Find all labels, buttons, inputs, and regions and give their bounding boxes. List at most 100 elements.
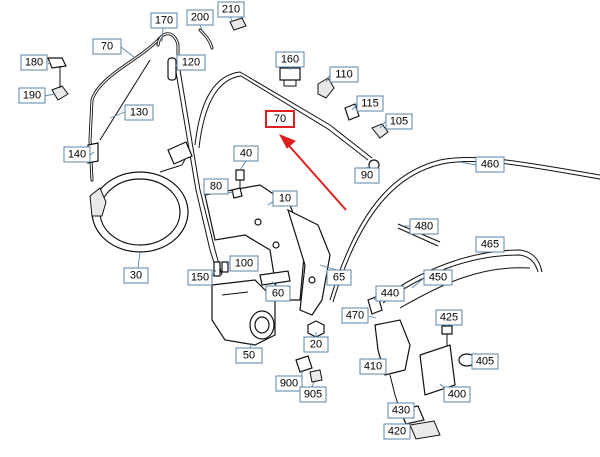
callout-120[interactable]: 120 — [176, 54, 206, 71]
svg-text:160: 160 — [281, 54, 299, 66]
svg-text:170: 170 — [155, 15, 173, 27]
callout-110[interactable]: 110 — [329, 66, 359, 83]
callout-180[interactable]: 180 — [20, 54, 48, 71]
part-80 — [231, 187, 243, 199]
callout-430[interactable]: 430 — [387, 402, 415, 419]
callout-420[interactable]: 420 — [383, 423, 411, 440]
line-130 — [99, 59, 151, 141]
pipe-450 — [399, 267, 531, 309]
hose-120 — [167, 57, 177, 81]
callout-90[interactable]: 90 — [354, 167, 380, 184]
callout-440[interactable]: 440 — [375, 285, 405, 302]
callout-410[interactable]: 410 — [359, 358, 387, 375]
clip-160 — [279, 67, 301, 81]
diagram-drawing — [47, 17, 600, 440]
pipe-70-right — [194, 71, 373, 159]
callout-190[interactable]: 190 — [18, 87, 46, 104]
svg-text:190: 190 — [23, 90, 41, 102]
svg-text:900: 900 — [280, 378, 298, 390]
callout-10[interactable]: 10 — [272, 190, 298, 207]
svg-text:90: 90 — [361, 170, 373, 182]
part-110 — [317, 77, 335, 99]
bracket-400 — [419, 344, 456, 396]
part-905 — [309, 369, 323, 383]
svg-text:20: 20 — [310, 339, 322, 351]
svg-text:460: 460 — [481, 159, 499, 171]
callout-170[interactable]: 170 — [150, 12, 178, 29]
callout-labels: 170 200 210 70 180 190 120 130 140 160 1… — [18, 1, 505, 440]
callout-470[interactable]: 470 — [341, 307, 369, 324]
callout-400[interactable]: 400 — [443, 386, 471, 403]
pipe-460 — [329, 157, 600, 301]
svg-text:120: 120 — [182, 57, 200, 69]
nut-20 — [307, 320, 325, 338]
svg-text:450: 450 — [429, 272, 447, 284]
callout-905[interactable]: 905 — [299, 386, 327, 403]
callout-65[interactable]: 65 — [326, 269, 352, 286]
callout-130[interactable]: 130 — [124, 104, 154, 121]
elbow-200 — [198, 28, 214, 50]
svg-text:70: 70 — [101, 41, 113, 53]
svg-text:200: 200 — [191, 12, 209, 24]
svg-text:180: 180 — [25, 57, 43, 69]
callout-20[interactable]: 20 — [303, 336, 329, 353]
svg-text:405: 405 — [476, 356, 494, 368]
callout-200[interactable]: 200 — [186, 9, 214, 26]
callout-100[interactable]: 100 — [229, 255, 259, 272]
callout-150[interactable]: 150 — [187, 269, 213, 286]
svg-text:425: 425 — [440, 312, 458, 324]
fitting-210 — [229, 17, 247, 31]
svg-text:210: 210 — [222, 4, 240, 16]
bolt-40 — [235, 169, 245, 181]
sphere-fitting — [89, 187, 107, 217]
callout-465[interactable]: 465 — [475, 236, 505, 253]
svg-text:905: 905 — [304, 389, 322, 401]
part-420 — [409, 420, 441, 440]
callout-405[interactable]: 405 — [471, 353, 499, 370]
callout-50[interactable]: 50 — [235, 347, 263, 364]
svg-text:400: 400 — [448, 389, 466, 401]
svg-text:470: 470 — [346, 310, 364, 322]
svg-text:40: 40 — [240, 148, 252, 160]
bolt-425 — [441, 325, 453, 335]
svg-text:140: 140 — [68, 149, 86, 161]
svg-text:100: 100 — [235, 258, 253, 270]
callout-105[interactable]: 105 — [385, 113, 413, 130]
svg-text:420: 420 — [388, 426, 406, 438]
callout-210[interactable]: 210 — [217, 1, 245, 18]
part-100 — [221, 261, 229, 273]
svg-text:30: 30 — [130, 270, 142, 282]
callout-450[interactable]: 450 — [423, 269, 453, 286]
callout-900[interactable]: 900 — [275, 375, 303, 392]
svg-text:110: 110 — [335, 69, 353, 81]
callout-460[interactable]: 460 — [475, 156, 505, 173]
rod-main — [179, 69, 223, 276]
callout-40[interactable]: 40 — [233, 145, 259, 162]
callout-160[interactable]: 160 — [275, 51, 305, 68]
svg-text:105: 105 — [390, 116, 408, 128]
bracket-65 — [287, 208, 331, 316]
callout-480[interactable]: 480 — [409, 218, 439, 235]
svg-text:80: 80 — [210, 181, 222, 193]
callout-60[interactable]: 60 — [265, 285, 291, 302]
svg-text:70: 70 — [274, 113, 286, 125]
svg-text:50: 50 — [243, 350, 255, 362]
arrow-head — [278, 134, 296, 149]
callout-80[interactable]: 80 — [203, 178, 229, 195]
callout-70-left[interactable]: 70 — [92, 38, 122, 55]
part-105 — [371, 123, 389, 139]
callout-115[interactable]: 115 — [356, 95, 384, 112]
part-150 — [213, 261, 221, 277]
svg-text:10: 10 — [279, 193, 291, 205]
bracket-sphere — [167, 141, 193, 165]
callout-425[interactable]: 425 — [435, 309, 463, 326]
highlight-arrow — [278, 134, 347, 211]
callout-30[interactable]: 30 — [123, 267, 149, 284]
svg-text:65: 65 — [333, 272, 345, 284]
callout-70-highlighted[interactable]: 70 — [265, 110, 295, 128]
svg-text:440: 440 — [381, 288, 399, 300]
callout-140[interactable]: 140 — [63, 146, 91, 163]
svg-text:130: 130 — [130, 107, 148, 119]
